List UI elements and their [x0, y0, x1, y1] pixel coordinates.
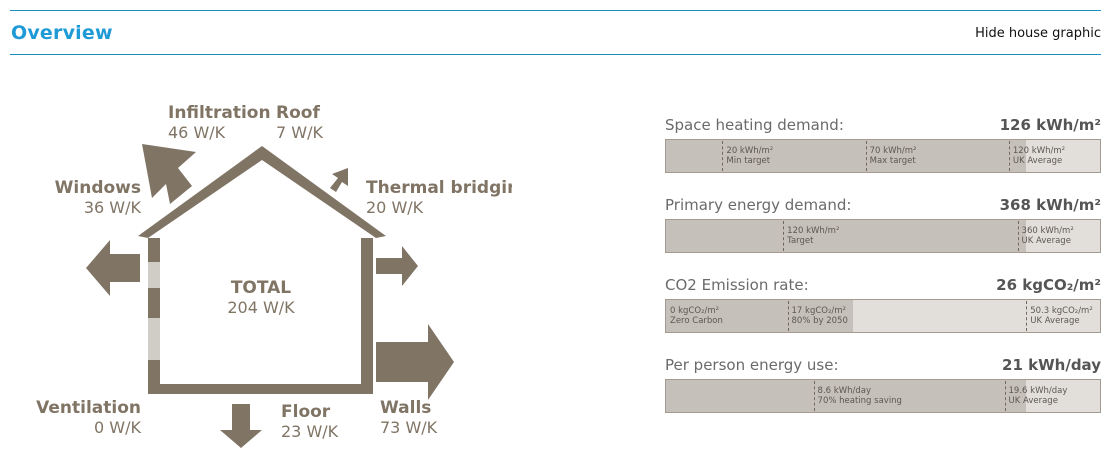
house-window-strip-2 — [148, 318, 160, 360]
marker-caption: Min target — [726, 156, 771, 166]
marker-caption: Max target — [869, 156, 916, 166]
metric-bar-fill — [666, 380, 1027, 412]
metric-marker — [1008, 141, 1010, 171]
roof-arrow — [330, 168, 348, 192]
marker-caption: UK Average — [1030, 316, 1080, 326]
roof-label: Roof 7 W/K — [276, 103, 323, 142]
marker-caption: Target — [787, 236, 814, 246]
header-bottom-divider — [10, 54, 1101, 55]
metric-marker — [1026, 301, 1028, 331]
metric-bar-fill — [666, 220, 1027, 252]
metric-bar-fill — [666, 140, 1027, 172]
marker-caption: 80% by 2050 — [791, 316, 848, 326]
walls-label: Walls 73 W/K — [380, 398, 438, 437]
metric-row: Per person energy use: 21 kWh/day 8.6 kWh/… — [665, 356, 1101, 416]
metric-label: Primary energy demand: — [665, 196, 852, 214]
hide-house-graphic-link[interactable]: Hide house graphic — [975, 26, 1101, 41]
marker-caption: UK Average — [1008, 396, 1058, 406]
floor-label: Floor 23 W/K — [281, 402, 339, 441]
walls-arrow — [376, 324, 454, 400]
metric-marker — [813, 381, 815, 411]
metric-row: Space heating demand: 126 kWh/m² 20 kWh/m²… — [665, 116, 1101, 176]
header-top-divider — [10, 10, 1101, 11]
metric-marker — [722, 141, 724, 171]
marker-value: 8.6 kWh/day — [817, 386, 871, 396]
metric-label: Space heating demand: — [665, 116, 844, 134]
marker-caption: 70% heating saving — [817, 396, 902, 406]
windows-label: Windows 36 W/K — [54, 178, 141, 217]
house-right-wall — [361, 238, 373, 394]
metric-value: 126 kWh/m² — [999, 116, 1101, 134]
metric-marker — [1004, 381, 1006, 411]
thermal-bridging-arrow — [376, 246, 418, 286]
house-window-strip-1 — [148, 262, 160, 288]
metric-marker — [783, 221, 785, 251]
house-left-wall-mid — [148, 288, 160, 318]
marker-caption: UK Average — [1012, 156, 1063, 166]
marker-value: 20 kWh/m² — [726, 146, 774, 156]
marker-value: 19.6 kWh/day — [1008, 386, 1068, 396]
house-left-wall — [148, 238, 160, 262]
ventilation-label: Ventilation 0 W/K — [36, 398, 141, 437]
marker-value: 120 kWh/m² — [1012, 146, 1066, 156]
metric-value: 368 kWh/m² — [999, 196, 1101, 214]
windows-arrow — [86, 240, 140, 296]
marker-value: 50.3 kgCO₂/m² — [1030, 306, 1093, 316]
house-floor — [148, 384, 373, 394]
floor-arrow — [220, 404, 262, 448]
infiltration-label: Infiltration 46 W/K — [168, 103, 271, 142]
marker-value: 17 kgCO₂/m² — [791, 306, 846, 316]
metric-value: 26 kgCO₂/m² — [996, 276, 1101, 294]
marker-value: 70 kWh/m² — [869, 146, 917, 156]
thermal-bridging-label: Thermal bridging 20 W/K — [366, 178, 512, 217]
metric-label: CO2 Emission rate: — [665, 276, 809, 294]
metric-marker — [865, 141, 867, 171]
metric-label: Per person energy use: — [665, 356, 839, 374]
metric-row: Primary energy demand: 368 kWh/m² 120 kWh/… — [665, 196, 1101, 256]
metric-marker — [787, 301, 789, 331]
metric-bar-fill — [666, 300, 853, 332]
marker-caption: UK Average — [1021, 236, 1071, 246]
metric-value: 21 kWh/day — [1002, 356, 1101, 374]
marker-value: 0 kgCO₂/m² — [670, 306, 720, 316]
metric-marker — [1017, 221, 1019, 251]
infiltration-arrow — [142, 144, 196, 204]
page-title: Overview — [11, 22, 113, 44]
marker-caption: Zero Carbon — [670, 316, 723, 326]
house-graphic — [86, 144, 454, 448]
marker-value: 120 kWh/m² — [787, 226, 840, 236]
marker-value: 360 kWh/m² — [1021, 226, 1074, 236]
total-label: TOTAL 204 W/K — [227, 278, 295, 317]
